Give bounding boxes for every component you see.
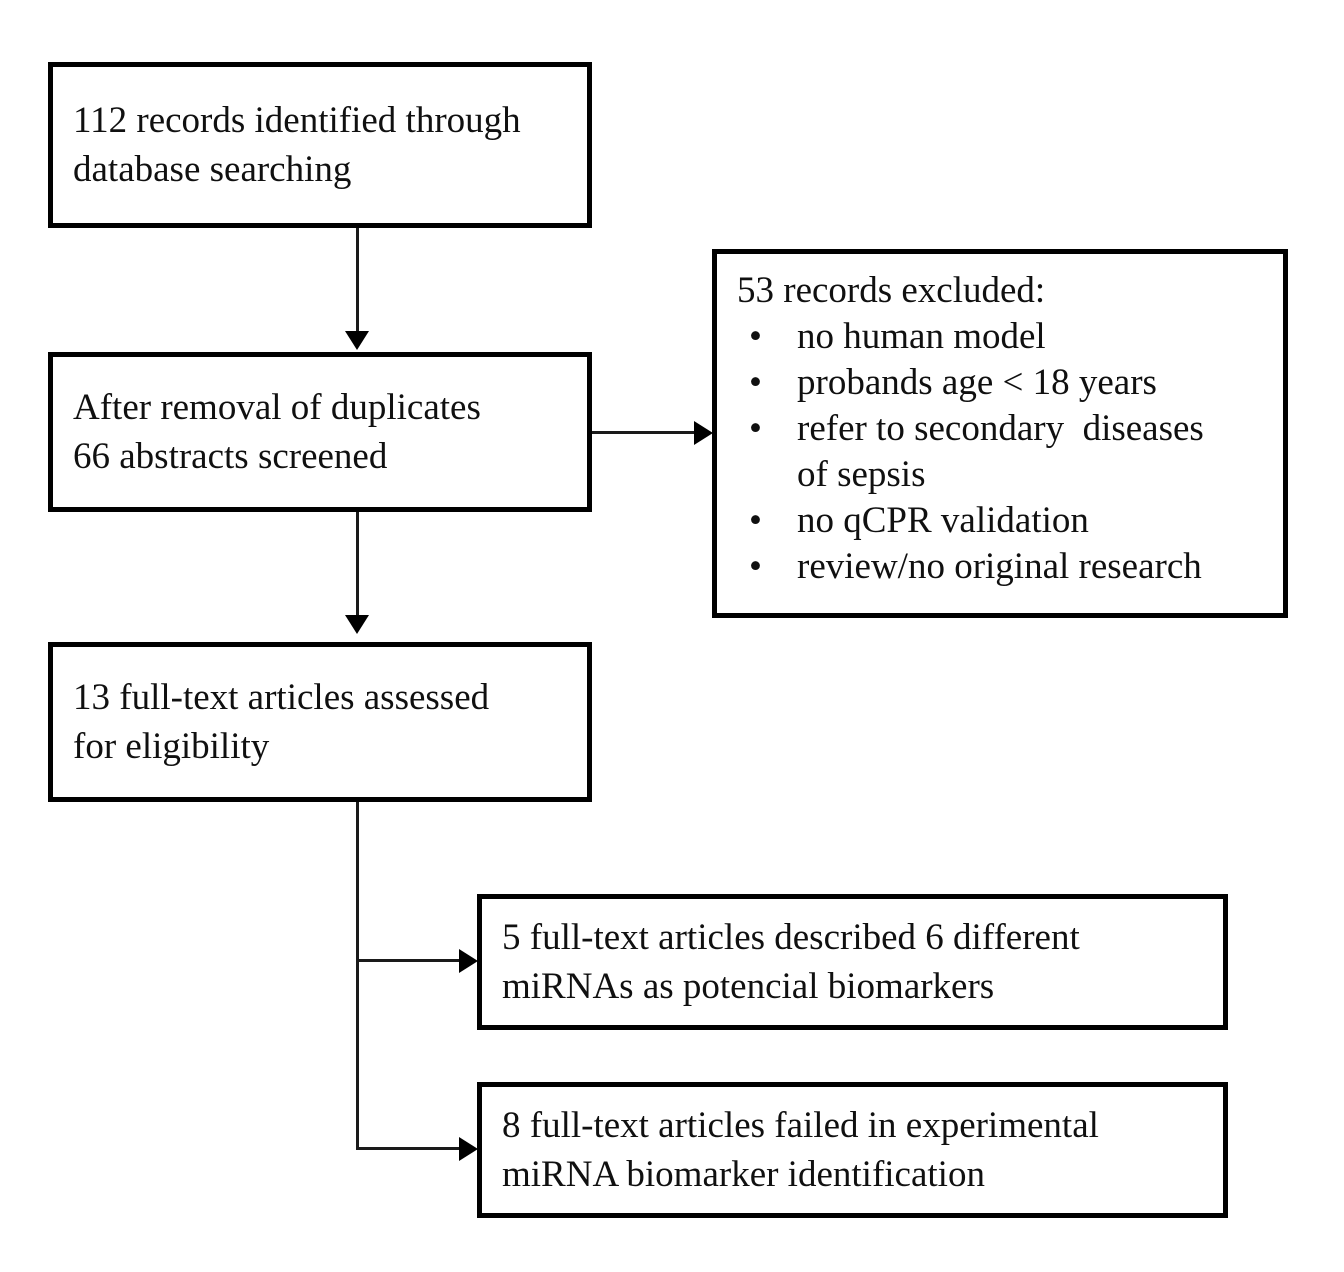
box-articles-failed: 8 full-text articles failed in experimen… [477,1082,1228,1218]
bullet-icon: • [749,545,762,587]
box-full-text-assessed-line-1: 13 full-text articles assessed [73,676,490,718]
arrow-right-icon-eligibility-to-failed [459,1137,478,1161]
box-records-identified-line-2: database searching [73,149,352,190]
bullet-icon: • [749,408,762,449]
exclusion-reason-item: • no human model [741,314,1283,360]
box-abstracts-screened: After removal of duplicates 66 abstracts… [48,352,592,512]
exclusion-reason-list: • no human model • probands age < 18 yea… [717,314,1283,589]
exclusion-reason-line-1: no human model [797,316,1046,358]
exclusion-reason-line-1: no qCPR validation [797,499,1089,541]
box-records-excluded-heading: 53 records excluded: [737,270,1046,311]
bullet-icon: • [749,316,762,358]
connector-screened-to-excluded [592,431,696,434]
box-articles-failed-line-1: 8 full-text articles failed in experimen… [502,1104,1099,1146]
exclusion-reason-item: • no qCPR validation [741,498,1283,544]
bullet-icon: • [749,362,762,404]
connector-screened-to-eligibility [356,512,359,618]
exclusion-reason-line-1: review/no original research [797,545,1202,587]
exclusion-reason-item: • review/no original research [741,544,1283,590]
connector-eligibility-trunk [356,802,359,1150]
exclusion-reason-item: • refer to secondary diseases of sepsis [741,406,1283,498]
box-full-text-assessed: 13 full-text articles assessed for eligi… [48,642,592,802]
connector-eligibility-to-failed [356,1147,461,1150]
box-articles-included-line-2: miRNAs as potencial biomarkers [502,966,995,1007]
bullet-icon: • [749,499,762,541]
box-records-excluded: 53 records excluded: • no human model • … [712,249,1288,618]
box-articles-included-line-1: 5 full-text articles described 6 differe… [502,916,1080,958]
arrow-down-icon-records-to-screened [345,331,369,350]
box-records-identified: 112 records identified through database … [48,62,592,228]
exclusion-reason-item: • probands age < 18 years [741,360,1283,406]
box-abstracts-screened-line-1: After removal of duplicates [73,386,481,428]
box-full-text-assessed-line-2: for eligibility [73,726,270,767]
box-records-identified-line-1: 112 records identified through [73,99,521,141]
box-articles-included: 5 full-text articles described 6 differe… [477,894,1228,1030]
arrow-right-icon-screened-to-excluded [694,421,713,445]
exclusion-reason-line-1: refer to secondary diseases [797,408,1204,449]
connector-eligibility-to-included [356,959,461,962]
arrow-right-icon-eligibility-to-included [459,949,478,973]
box-articles-failed-line-2: miRNA biomarker identification [502,1154,985,1195]
box-abstracts-screened-line-2: 66 abstracts screened [73,436,388,477]
exclusion-reason-line-2: of sepsis [797,453,926,495]
connector-records-to-screened [356,228,359,334]
exclusion-reason-line-1: probands age < 18 years [797,362,1157,404]
arrow-down-icon-screened-to-eligibility [345,615,369,634]
